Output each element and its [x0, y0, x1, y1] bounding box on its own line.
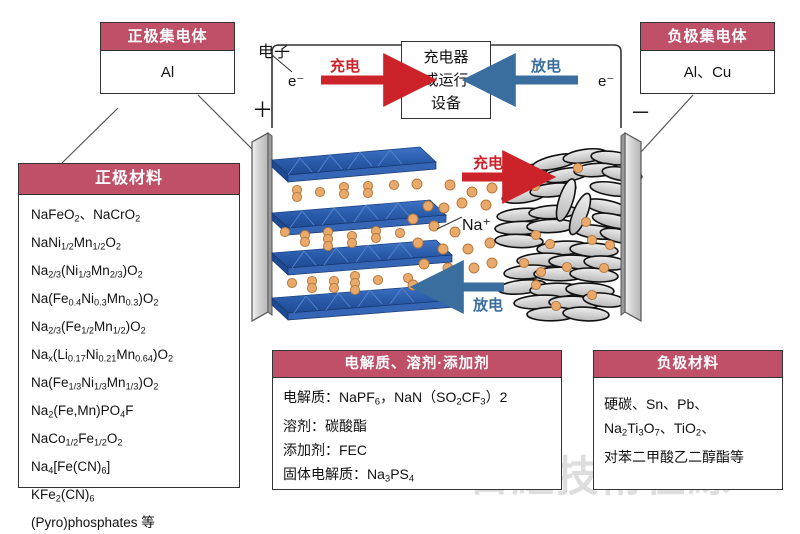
anode-material-line: 对苯二甲酸乙二醇酯等: [604, 449, 744, 466]
anode-material-box: 负极材料 硬碳、Sn、Pb、 Na2Ti3O7、TiO2、对苯二甲酸乙二醇酯等: [593, 350, 783, 490]
device-line-3: 设备: [430, 94, 461, 112]
electrolyte-line: 溶剂：碳酸酯: [283, 418, 367, 435]
charge-label-middle: 充电: [473, 155, 504, 172]
electrolyte-list: 电解质：NaPF6，NaN（SO2CF3）2 溶剂：碳酸酯添加剂：FEC 固体电解质…: [273, 378, 561, 492]
electrolyte-line: 电解质：NaPF6，NaN（SO2CF3）2: [283, 389, 508, 408]
discharge-label-top: 放电: [531, 58, 562, 75]
cathode-material-item: (Pyro)phosphates 等: [31, 514, 155, 530]
sodium-ion-label: Na⁺: [462, 217, 491, 234]
charge-label-top: 充电: [330, 58, 361, 75]
anode-material-line: Na2Ti3O7、TiO2、: [604, 420, 716, 439]
anode-collector-box: 负极集电体 Al、Cu: [640, 22, 775, 94]
electron-label: 电子: [258, 44, 291, 61]
diagram-canvas: 日経技術在線: [18, 22, 783, 530]
sodium-ions-electrolyte: [407, 178, 498, 293]
positive-terminal-label: ＋: [252, 99, 273, 122]
cathode-material-item: Na4[Fe(CN)6]: [31, 458, 111, 476]
cathode-current-collector-plate: [251, 131, 273, 323]
charger-or-device-box: 充电器 或运行 设备: [401, 41, 491, 119]
cathode-material-item: NaNi1/2Mn1/2O2: [31, 234, 121, 252]
cathode-collector-box: 正极集电体 Al: [100, 22, 235, 94]
cathode-material-item: Nax(Li0.17Ni0.21Mn0.64)O2: [31, 346, 174, 364]
cathode-material-item: Na2(Fe,Mn)PO4F: [31, 402, 134, 420]
electrolyte-header: 电解质、溶剂·添加剂: [273, 351, 561, 378]
cathode-material-item: NaCo1/2Fe1/2O2: [31, 430, 123, 448]
cathode-layered-structure: [271, 146, 457, 321]
anode-material-line: 硬碳、Sn、Pb、: [604, 396, 709, 412]
electrolyte-box: 电解质、溶剂·添加剂 电解质：NaPF6，NaN（SO2CF3）2 溶剂：碳酸酯添…: [272, 350, 562, 490]
cathode-collector-value: Al: [160, 64, 175, 81]
discharge-label-middle: 放电: [473, 297, 504, 314]
device-line-2: 或运行: [423, 71, 469, 89]
negative-terminal-label: －: [630, 102, 651, 125]
cathode-material-item: Na(Fe0.4Ni0.3Mn0.3)O2: [31, 290, 159, 308]
cathode-material-item: Na(Fe1/3Ni1/3Mn1/3)O2: [31, 374, 159, 392]
anode-current-collector-plate: [620, 131, 642, 323]
anode-material-list: 硬碳、Sn、Pb、 Na2Ti3O7、TiO2、对苯二甲酸乙二醇酯等: [594, 378, 782, 469]
electrolyte-line: 添加剂：FEC: [283, 442, 367, 459]
anode-material-header: 负极材料: [594, 351, 782, 378]
device-line-1: 充电器: [423, 48, 469, 66]
anode-collector-header: 负极集电体: [641, 23, 774, 51]
sodium-ions-cathode: [279, 179, 414, 296]
cathode-material-item: NaFeO2、NaCrO2: [31, 207, 141, 224]
electron-symbol-right: e⁻: [598, 73, 615, 90]
cathode-material-header: 正极材料: [19, 164, 239, 195]
anode-hard-carbon-structure: [494, 147, 643, 322]
electrolyte-line: 固体电解质：Na3PS4: [283, 466, 415, 485]
cathode-material-item: KFe2(CN)6: [31, 486, 95, 504]
anode-collector-value: Al、Cu: [683, 64, 732, 81]
cathode-collector-header: 正极集电体: [101, 23, 234, 51]
cathode-material-item: Na2/3(Fe1/2Mn1/2)O2: [31, 318, 146, 336]
electron-symbol-left: e⁻: [288, 73, 305, 90]
cathode-material-item: Na2/3(Ni1/3Mn2/3)O2: [31, 262, 143, 280]
